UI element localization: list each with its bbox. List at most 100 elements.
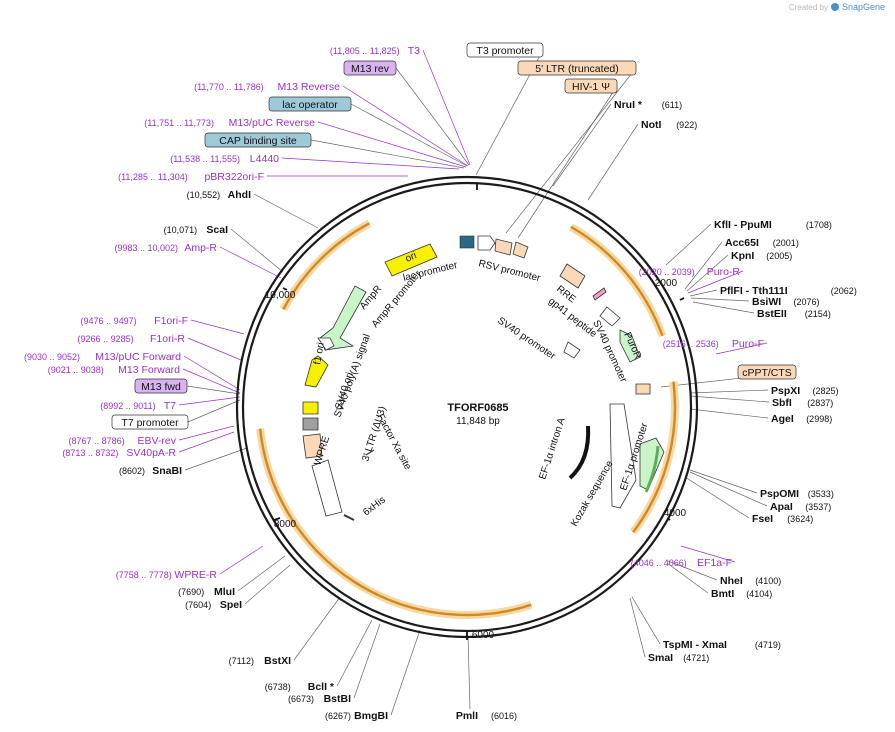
sv40pa-shape [302, 417, 319, 431]
leader-line [587, 123, 639, 201]
site-m13forward[interactable]: M13 Forward(9021 .. 9038) [48, 364, 180, 376]
site-noti[interactable]: NotI(922) [641, 119, 697, 131]
site-wprer[interactable]: WPRE-R(7758 .. 7778) [116, 569, 218, 581]
site-puror[interactable]: Puro-R(2020 .. 2039) [639, 266, 741, 278]
site-kpni[interactable]: KpnI(2005) [731, 250, 792, 262]
site-label: M13 fwd [141, 381, 181, 393]
tick-label: 10,000 [265, 290, 296, 301]
arc-2 [632, 381, 677, 533]
site-box [343, 60, 397, 76]
site-label: Puro-F [732, 338, 764, 350]
site-scai[interactable]: ScaI(10,071) [164, 224, 228, 236]
site-position: (4100) [755, 576, 781, 586]
site-label: SbfI [772, 397, 792, 409]
site-ef1af[interactable]: EF1a-F(4046 .. 4066) [631, 557, 732, 569]
site-agei[interactable]: AgeI(2998) [771, 413, 832, 425]
site-position: (2837) [807, 398, 833, 408]
leader-line [689, 471, 768, 507]
site-bstxi[interactable]: BstXI(7112) [229, 655, 291, 667]
site-pspxi[interactable]: PspXI(2825) [771, 385, 839, 397]
site-m13rev[interactable]: M13 rev [343, 60, 397, 76]
site-position: (2001) [773, 238, 799, 248]
site-bsteii[interactable]: BstEII(2154) [757, 308, 831, 320]
site-position: (2154) [805, 309, 831, 319]
site-m13pucfwd[interactable]: M13/pUC Forward(9030 .. 9052) [24, 351, 181, 363]
site-t3[interactable]: T3(11,805 .. 11,825) [330, 45, 420, 57]
site-label: F1ori-R [150, 333, 185, 345]
site-f1orir[interactable]: F1ori-R(9266 .. 9285) [78, 333, 186, 345]
site-t7[interactable]: T7(8992 .. 9011) [100, 400, 176, 412]
site-box [564, 78, 618, 94]
site-label: pBR322ori-F [204, 171, 264, 183]
site-kfli[interactable]: KflI - PpuMI(1708) [714, 219, 832, 231]
site-label: M13 Reverse [278, 81, 341, 93]
credit-brand: SnapGene [841, 2, 885, 12]
site-label: HIV-1 Ψ [572, 81, 610, 93]
wpre-shape [311, 459, 343, 517]
site-smai[interactable]: SmaI(4721) [648, 652, 709, 664]
site-l4440[interactable]: L4440(11,538 .. 11,555) [170, 153, 279, 165]
rre-shape [559, 263, 586, 289]
site-pflfi[interactable]: PflFI - Tth111I(2062) [720, 285, 857, 297]
site-label: T3 [408, 45, 420, 57]
lac-promoter-shape [477, 235, 496, 251]
site-range: (9476 .. 9497) [81, 316, 137, 326]
leader-line [353, 623, 381, 699]
site-bmti[interactable]: BmtI(4104) [711, 588, 772, 600]
site-f1orif[interactable]: F1ori-F (9476 .. 9497) [81, 315, 188, 327]
site-t7prom[interactable]: T7 promoter [111, 414, 189, 430]
site-sv40par[interactable]: SV40pA-R(8713 .. 8732) [62, 447, 176, 459]
leader-line [467, 635, 471, 710]
site-label: ApaI [770, 501, 793, 513]
site-ebvrev[interactable]: EBV-rev(8767 .. 8786) [69, 435, 177, 447]
cppt-shape [635, 383, 651, 395]
leader-line [689, 408, 769, 419]
site-lacop[interactable]: lac operator [268, 96, 352, 112]
site-range: (2020 .. 2039) [639, 267, 695, 277]
site-cap[interactable]: CAP binding site [204, 132, 312, 148]
feature-shapes [302, 235, 665, 521]
leader-line [219, 545, 264, 575]
site-bstbi[interactable]: BstBI(6673) [288, 693, 351, 705]
site-range: (8713 .. 8732) [62, 448, 118, 458]
site-m13pucrev[interactable]: M13/pUC Reverse(11,751 .. 11,773) [144, 117, 315, 129]
site-pbr322[interactable]: pBR322ori-F(11,285 .. 11,304) [118, 171, 264, 183]
credit-prefix: Created by [788, 2, 828, 12]
site-tspmi[interactable]: TspMI - XmaI(4719) [663, 639, 781, 651]
site-pspomi[interactable]: PspOMI(3533) [760, 488, 834, 500]
ltr-shape [512, 241, 529, 259]
site-ahdi[interactable]: AhdI(10,552) [187, 189, 251, 201]
site-pmli[interactable]: PmlI(6016) [456, 710, 517, 722]
site-spei[interactable]: SpeI(7604) [185, 599, 242, 611]
site-mlui[interactable]: MluI(7690) [178, 586, 235, 598]
site-purof[interactable]: Puro-F(2516 .. 2536) [663, 338, 764, 350]
site-bmgbi[interactable]: BmgBI(6267) [325, 710, 388, 722]
site-bcli[interactable]: BclI *(6738) [265, 681, 335, 693]
site-hiv[interactable]: HIV-1 Ψ [564, 78, 618, 94]
site-m13fwd[interactable]: M13 fwd [134, 378, 188, 394]
leader-line [395, 67, 470, 166]
site-label: PspXI [771, 385, 800, 397]
site-label: BsiWI [752, 296, 781, 308]
site-m13reverse[interactable]: M13 Reverse(11,770 .. 11,786) [194, 81, 340, 93]
leader-line [184, 447, 248, 471]
site-cppt[interactable]: cPPT/CTS [737, 364, 797, 380]
site-label: 5' LTR (truncated) [535, 63, 619, 75]
site-snabi[interactable]: SnaBI(8602) [119, 465, 182, 477]
site-nhei[interactable]: NheI(4100) [720, 575, 781, 587]
orf-arcs [256, 219, 679, 619]
site-ampr[interactable]: Amp-R(9983 .. 10,002) [114, 242, 217, 254]
site-nrui[interactable]: NruI *(611) [614, 99, 682, 111]
site-label: F1ori-F [154, 315, 188, 327]
site-bsiwi[interactable]: BsiWI(2076) [752, 296, 820, 308]
site-label: TspMI - XmaI [663, 639, 727, 651]
ampr-promoter-shape [317, 337, 335, 351]
site-label: Acc65I [725, 237, 759, 249]
site-ltr5[interactable]: 5' LTR (truncated) [517, 60, 637, 76]
site-acc65i[interactable]: Acc65I (2001) [725, 237, 799, 249]
site-sbfi[interactable]: SbfI (2837) [772, 397, 833, 409]
site-label: M13 Forward [118, 364, 180, 376]
site-fsei[interactable]: FseI(3624) [752, 513, 813, 525]
site-apai[interactable]: ApaI(3537) [770, 501, 831, 513]
site-t3prom[interactable]: T3 promoter [466, 42, 544, 58]
